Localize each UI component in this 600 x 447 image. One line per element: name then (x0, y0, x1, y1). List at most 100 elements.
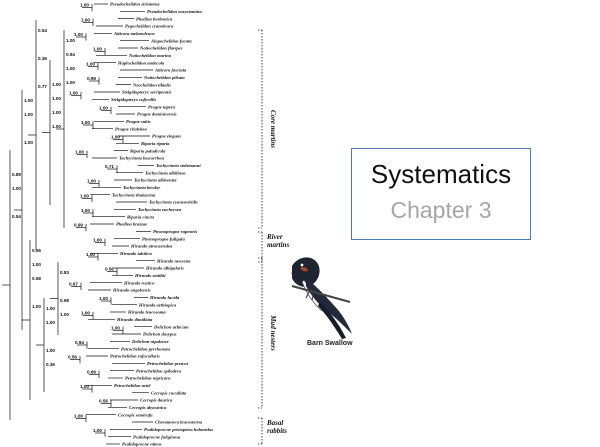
taxon-label: Ptyonoprogne rupestris (153, 229, 197, 234)
taxon-label: Riparia paludicola (130, 148, 166, 153)
taxon-label: Petrochelidon spilodera (136, 368, 182, 373)
support-value: 1.00 (80, 193, 89, 198)
clade-label: rabbits (267, 427, 287, 435)
support-value: 0.56 (68, 355, 77, 360)
taxon-label: Neochelidon tibialis (132, 82, 171, 87)
support-value: 1.00 (75, 149, 84, 154)
support-value: 0.54 (38, 28, 47, 33)
taxon-label: Hirundo albigularis (145, 266, 184, 271)
support-value: 1.00 (52, 82, 61, 87)
taxon-label: Delichon dasypus (142, 332, 177, 337)
taxon-label: Phedina brazzae (116, 222, 147, 227)
support-value: 0.54 (12, 214, 21, 219)
support-value: 1.00 (81, 208, 90, 213)
support-value: 0.89 (12, 172, 21, 177)
support-value: 1.00 (81, 17, 90, 22)
taxon-label: Cecropis daurica (140, 398, 173, 403)
support-value: 0.67 (69, 281, 78, 286)
support-value: 1.00 (93, 237, 102, 242)
support-value: 0.66 (87, 369, 96, 374)
support-value: 0.98 (60, 298, 69, 303)
support-value: 1.00 (66, 66, 75, 71)
support-value: 1.00 (80, 3, 89, 8)
support-value: 1.00 (12, 186, 21, 191)
taxon-label: Phedina borbonica (136, 16, 173, 21)
support-value: 0.71 (105, 164, 114, 169)
taxon-label: Tachycineta bicolor (123, 185, 160, 190)
taxon-label: Hirundo leucosoma (127, 310, 166, 315)
title-box[interactable]: Systematics Chapter 3 (351, 148, 531, 240)
taxon-label: Stelgidopteryx serripennis (122, 90, 172, 95)
taxon-label: Petrochelidon pyrrhonota (121, 346, 171, 351)
taxon-label: Tachycineta albilinea (145, 170, 186, 175)
slide-title: Systematics (370, 159, 512, 189)
support-value: 0.56 (32, 248, 41, 253)
taxon-label: Tachycineta thalassina (112, 192, 156, 197)
taxon-label: Cheramoeca leucosterna (155, 420, 203, 425)
taxon-label: Petrochelidon rufocollaris (110, 354, 160, 359)
support-value: 1.00 (111, 135, 120, 140)
taxon-label: Hirundo aethiopica (138, 302, 177, 307)
slide-subtitle: Chapter 3 (390, 197, 492, 223)
taxon-label: Progne elegans (152, 134, 181, 139)
support-value: 0.99 (87, 76, 96, 81)
support-value: 1.00 (52, 110, 61, 115)
taxon-label: Tachycineta albiventer (134, 178, 177, 183)
taxon-label: Pseudochelidon eurystomina (147, 9, 202, 14)
support-value: 0.58 (32, 276, 41, 281)
support-value: 0.83 (60, 270, 69, 275)
support-value: 1.00 (32, 304, 41, 309)
support-value: 1.00 (74, 32, 83, 37)
support-value: 1.00 (81, 120, 90, 125)
clade-label: Basal (266, 419, 283, 427)
support-value: 0.94 (75, 340, 84, 345)
taxon-label: Petrochelidon ariel (114, 383, 151, 388)
clade-label: martins (267, 241, 289, 249)
support-value: 1.00 (46, 306, 55, 311)
taxon-label: Progne dominicensis (137, 112, 177, 117)
taxon-label: Petrochelidon preussi (147, 361, 189, 366)
support-value: 1.00 (74, 413, 83, 418)
support-value: 0.56 (99, 399, 108, 404)
support-value: 0.77 (38, 84, 47, 89)
taxon-label: Hirundo smithii (134, 273, 166, 278)
taxon-label: Hirundo neoxena (156, 258, 191, 263)
taxon-label: Hirundo lucida (149, 295, 180, 300)
support-value: 1.00 (81, 311, 90, 316)
taxon-label: Notiochelidon murina (128, 53, 172, 58)
taxon-label: Atticora melanoleuca (113, 31, 155, 36)
support-value: 1.00 (24, 140, 33, 145)
taxon-label: Progne subis (126, 119, 151, 124)
taxon-label: Pseudochelidon sirintarae (110, 2, 160, 7)
taxon-label: Pygochelidon cyanoleuca (125, 24, 174, 29)
barn-swallow-illustration (290, 257, 352, 339)
taxon-label: Ptyonoprogne fuligula (142, 236, 185, 241)
taxon-label: Haplochelidon andecola (117, 60, 165, 65)
clade-label: Core martins (269, 110, 277, 148)
taxon-label: Riparia riparia (141, 141, 170, 146)
support-value: 1.00 (52, 96, 61, 101)
support-value: 1.00 (24, 112, 33, 117)
taxon-label: Cecropis abyssinica (129, 405, 167, 410)
support-value: 1.00 (99, 105, 108, 110)
taxon-label: Hirundo dimidiata (116, 317, 153, 322)
support-value: 1.00 (69, 91, 78, 96)
taxon-label: Hirundo angolensis (112, 288, 151, 293)
taxon-label: Notiochelidon pileata (143, 75, 185, 80)
support-value: 1.00 (24, 98, 33, 103)
support-value: 1.00 (60, 312, 69, 317)
support-value: 1.00 (86, 61, 95, 66)
support-value: 1.00 (52, 124, 61, 129)
clade-label: Mud nesters (269, 314, 277, 351)
support-value: 1.00 (66, 80, 75, 85)
support-value: 1.00 (32, 262, 41, 267)
taxon-label: Stelgidopteryx ruficollis (111, 97, 157, 102)
support-value: 0.36 (46, 362, 55, 367)
taxon-label: Tachycineta euchrysea (138, 207, 182, 212)
taxon-label: Psalidoprocne fuliginosa (133, 434, 181, 439)
taxon-label: Delichon urbicum (153, 324, 189, 329)
taxon-label: Progne tapera (148, 104, 176, 109)
taxon-label: Riparia cincta (127, 214, 155, 219)
taxon-label: Atticora fasciata (154, 68, 187, 73)
